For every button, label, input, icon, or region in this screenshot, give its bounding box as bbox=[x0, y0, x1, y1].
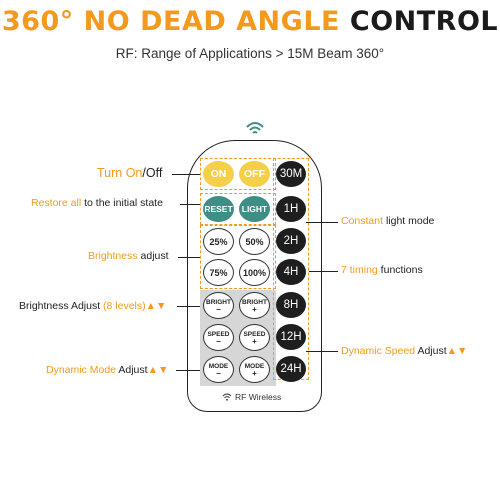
callout-brightness-b: adjust bbox=[137, 250, 169, 262]
rf-wireless-text: RF Wireless bbox=[235, 392, 282, 402]
signal-icon bbox=[246, 122, 264, 134]
up-down-arrows-icon: ▲▼ bbox=[145, 300, 167, 312]
timer-8h-button[interactable]: 8H bbox=[276, 292, 306, 318]
callout-brightness: Brightness adjust bbox=[88, 250, 169, 262]
callout-dynamic-mode: Dynamic Mode Adjust▲▼ bbox=[46, 364, 168, 376]
speed-plus-label: SPEED bbox=[243, 330, 266, 338]
bright-plus-label: BRIGHT bbox=[242, 298, 267, 306]
wifi-icon bbox=[222, 393, 232, 401]
brightness-50-button[interactable]: 50% bbox=[239, 228, 270, 255]
highlight-reset-light bbox=[200, 193, 276, 225]
off-button[interactable]: OFF bbox=[239, 161, 270, 187]
callout-dynamic-mode-b: Adjust bbox=[116, 364, 148, 376]
rf-wireless-label: RF Wireless bbox=[222, 392, 281, 402]
callout-brightness-8-b: (8 levels) bbox=[103, 300, 146, 312]
callout-restore: Restore all to the initial state bbox=[31, 197, 163, 209]
callout-dynamic-speed-b: Adjust bbox=[415, 345, 447, 357]
callout-brightness-a: Brightness bbox=[88, 250, 138, 262]
speed-minus-button[interactable]: SPEED − bbox=[203, 324, 234, 351]
mode-minus-sign: − bbox=[216, 368, 221, 378]
mode-plus-sign: + bbox=[252, 368, 257, 378]
bright-plus-sign: + bbox=[252, 304, 257, 314]
brightness-100-button[interactable]: 100% bbox=[239, 259, 270, 286]
callout-dynamic-mode-a: Dynamic Mode bbox=[46, 364, 117, 376]
headline-dark: CONTROL bbox=[349, 6, 499, 37]
timer-4h-button[interactable]: 4H bbox=[276, 259, 306, 285]
brightness-75-button[interactable]: 75% bbox=[203, 259, 234, 286]
up-down-arrows-icon: ▲▼ bbox=[147, 364, 169, 376]
mode-plus-label: MODE bbox=[244, 362, 265, 370]
mode-plus-button[interactable]: MODE + bbox=[239, 356, 270, 383]
callout-brightness-8-a: Brightness Adjust bbox=[19, 300, 104, 312]
highlight-on-off bbox=[200, 158, 276, 190]
line-brightness-8 bbox=[177, 306, 200, 307]
speed-minus-sign: − bbox=[216, 336, 221, 346]
line-timing bbox=[309, 271, 338, 272]
headline: 360° NO DEAD ANGLE CONTROL bbox=[0, 6, 500, 37]
callout-constant: Constant light mode bbox=[341, 215, 434, 227]
timer-1h-button[interactable]: 1H bbox=[276, 196, 306, 222]
callout-brightness-8: Brightness Adjust (8 levels)▲▼ bbox=[19, 300, 166, 312]
callout-timing-b: functions bbox=[377, 264, 423, 276]
line-turn-on bbox=[172, 174, 200, 175]
callout-constant-b: light mode bbox=[383, 215, 435, 227]
speed-plus-sign: + bbox=[252, 336, 257, 346]
highlight-brightness bbox=[200, 225, 276, 289]
bright-minus-label: BRIGHT bbox=[206, 298, 231, 306]
callout-timing-a: 7 timing bbox=[341, 264, 378, 276]
light-button[interactable]: LIGHT bbox=[239, 196, 270, 222]
line-dynamic-mode bbox=[176, 370, 200, 371]
timer-2h-button[interactable]: 2H bbox=[276, 228, 306, 254]
callout-constant-a: Constant bbox=[341, 215, 384, 227]
on-button[interactable]: ON bbox=[203, 161, 234, 187]
headline-accent: 360° NO DEAD ANGLE bbox=[1, 6, 340, 37]
callout-turn-on: Turn On/Off bbox=[97, 166, 162, 180]
bright-minus-sign: − bbox=[216, 304, 221, 314]
bright-minus-button[interactable]: BRIGHT − bbox=[203, 292, 234, 319]
speed-minus-label: SPEED bbox=[207, 330, 230, 338]
callout-turn-on-a: Turn On bbox=[97, 166, 143, 180]
callout-dynamic-speed-a: Dynamic Speed bbox=[341, 345, 416, 357]
subtitle: RF: Range of Applications > 15M Beam 360… bbox=[115, 46, 385, 61]
callout-turn-on-b: /Off bbox=[142, 166, 163, 180]
mode-minus-label: MODE bbox=[208, 362, 229, 370]
callout-restore-b: to the initial state bbox=[81, 197, 163, 209]
callout-dynamic-speed: Dynamic Speed Adjust▲▼ bbox=[341, 345, 467, 357]
mode-minus-button[interactable]: MODE − bbox=[203, 356, 234, 383]
callout-restore-a: Restore all bbox=[31, 197, 82, 209]
reset-button[interactable]: RESET bbox=[203, 196, 234, 222]
bright-plus-button[interactable]: BRIGHT + bbox=[239, 292, 270, 319]
callout-timing: 7 timing functions bbox=[341, 264, 423, 276]
timer-30m-button[interactable]: 30M bbox=[276, 161, 306, 187]
line-brightness bbox=[178, 257, 200, 258]
line-constant bbox=[306, 222, 338, 223]
up-down-arrows-icon: ▲▼ bbox=[446, 345, 468, 357]
timer-12h-button[interactable]: 12H bbox=[276, 324, 306, 350]
brightness-25-button[interactable]: 25% bbox=[203, 228, 234, 255]
timer-24h-button[interactable]: 24H bbox=[276, 356, 306, 382]
line-dynamic-speed bbox=[306, 351, 338, 352]
line-restore bbox=[180, 204, 200, 205]
speed-plus-button[interactable]: SPEED + bbox=[239, 324, 270, 351]
